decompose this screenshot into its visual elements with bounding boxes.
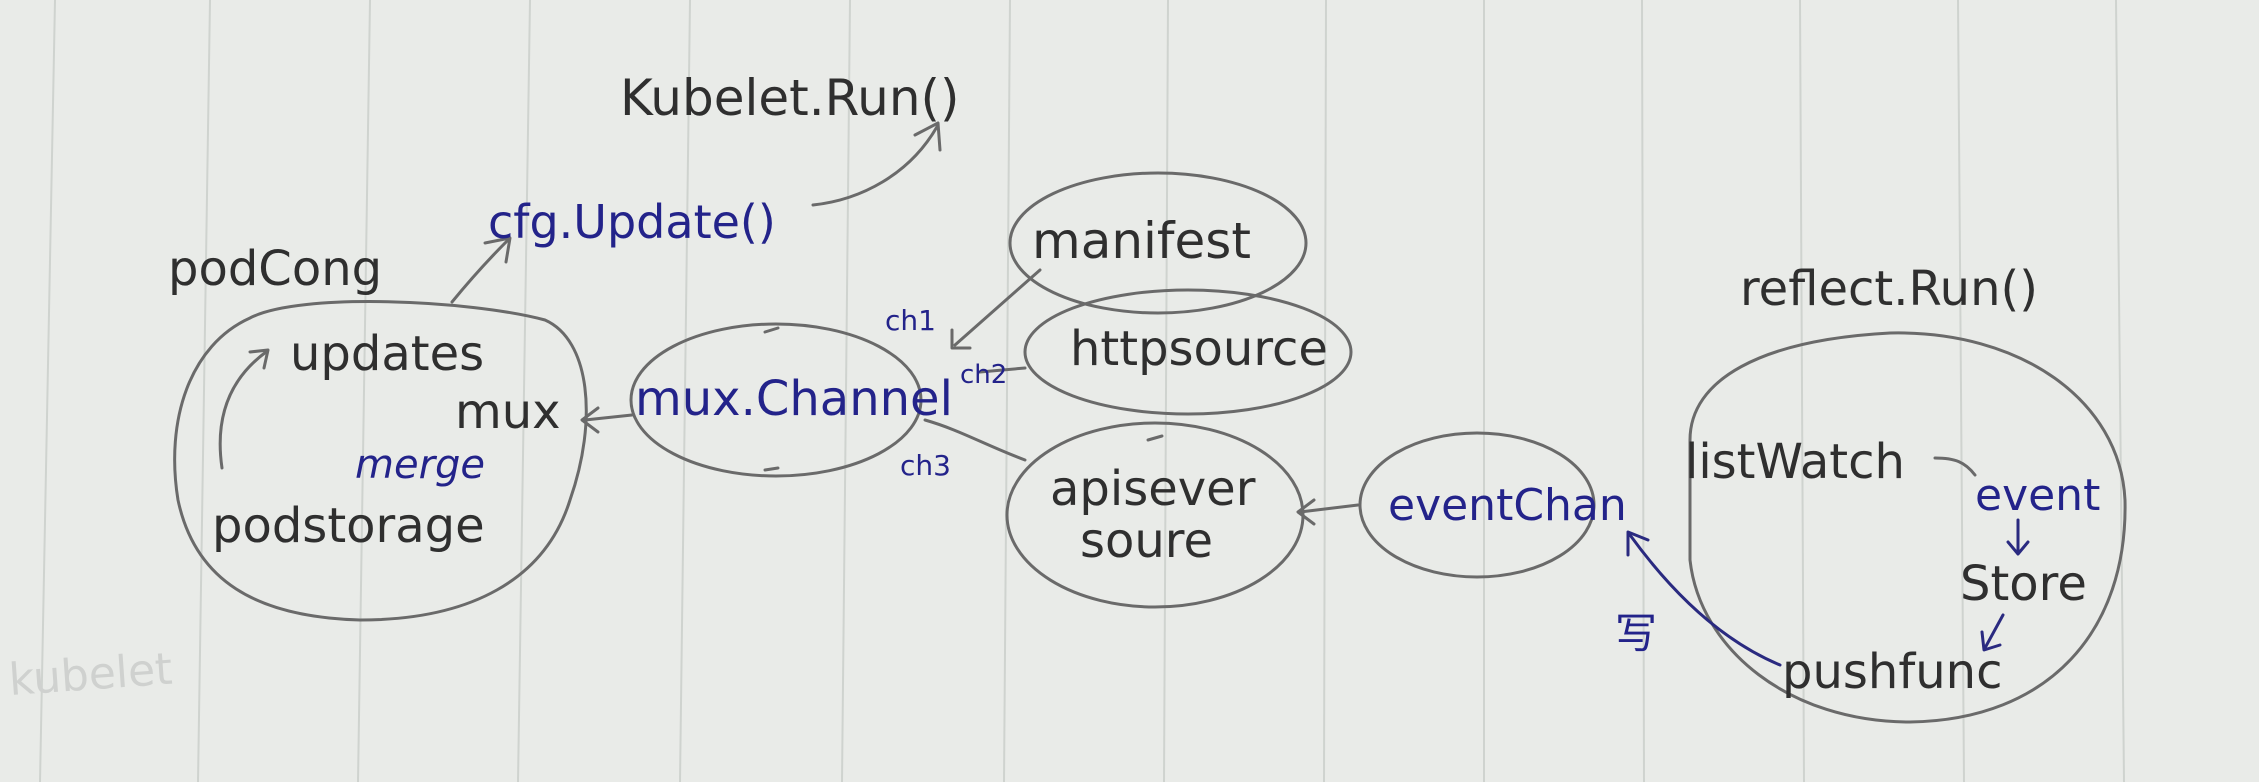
arrowhead-ch1 (950, 328, 972, 350)
arrow-channel-to-mux (583, 413, 634, 422)
ch1-label: ch1 (885, 304, 936, 337)
mux-channel-label: mux.Channel (635, 371, 953, 427)
event-label: event (1975, 470, 2100, 521)
arrow-httpsource-to-channel (978, 366, 1027, 374)
faded-text: kubelet (7, 644, 174, 706)
podstorage-label: podstorage (212, 498, 485, 554)
arrowhead-kubelet (913, 121, 942, 152)
pushfunc-label: pushfunc (1782, 644, 2002, 700)
arrow-eventchan-to-apiserver (1298, 503, 1360, 514)
listwatch-label: listWatch (1685, 434, 1905, 490)
updates-label: updates (290, 326, 484, 382)
write-mark-label: 写 (1615, 609, 1657, 658)
manifest-label: manifest (1032, 212, 1251, 270)
mux-channel-node (629, 322, 923, 478)
arrowhead-pushfunc (1980, 630, 2002, 652)
arrowhead-cfg (483, 236, 512, 264)
ruled-lines (39, 0, 2125, 782)
apiserver-label-line1: apisever (1050, 461, 1256, 517)
httpsource-label: httpsource (1070, 321, 1328, 377)
event-chan-node (1358, 431, 1596, 579)
arrow-podstorage-to-updates (218, 350, 268, 470)
reflect-run-label: reflect.Run() (1740, 261, 2038, 317)
arrow-pushfunc-to-eventchan (1628, 533, 1782, 667)
store-label: Store (1960, 556, 2087, 612)
kubelet-run-label: Kubelet.Run() (620, 69, 960, 127)
merge-label: merge (355, 442, 485, 488)
arrow-store-to-pushfunc (1983, 613, 2005, 650)
reflector-node (1688, 331, 2127, 724)
tick-mark (763, 326, 1164, 472)
mux-label: mux (455, 384, 561, 440)
httpsource-node (1023, 288, 1353, 416)
arrowhead-eventchan (1626, 530, 1650, 557)
arrowhead-store (2006, 540, 2030, 556)
ch3-label: ch3 (900, 449, 951, 482)
arrowhead-mux (580, 406, 600, 434)
ch2-label: ch2 (960, 360, 1007, 390)
podconfig-node (173, 300, 588, 622)
apiserver-label-line2: soure (1080, 513, 1213, 569)
manifest-node (1008, 171, 1308, 315)
arrow-apiserver-to-channel (923, 418, 1027, 462)
arrowhead-updates (248, 348, 270, 370)
cfg-update-label: cfg.Update() (488, 195, 776, 249)
podconfig-label: podCong (168, 241, 382, 297)
arrow-listwatch-to-event (1933, 456, 1977, 477)
arrowhead-apiserver (1296, 498, 1316, 526)
event-chan-label: eventChan (1388, 480, 1627, 531)
arrow-manifest-to-channel (953, 268, 1042, 347)
arrow-updates-to-cfg (450, 238, 510, 304)
arrow-cfg-to-kubelet (811, 123, 940, 207)
